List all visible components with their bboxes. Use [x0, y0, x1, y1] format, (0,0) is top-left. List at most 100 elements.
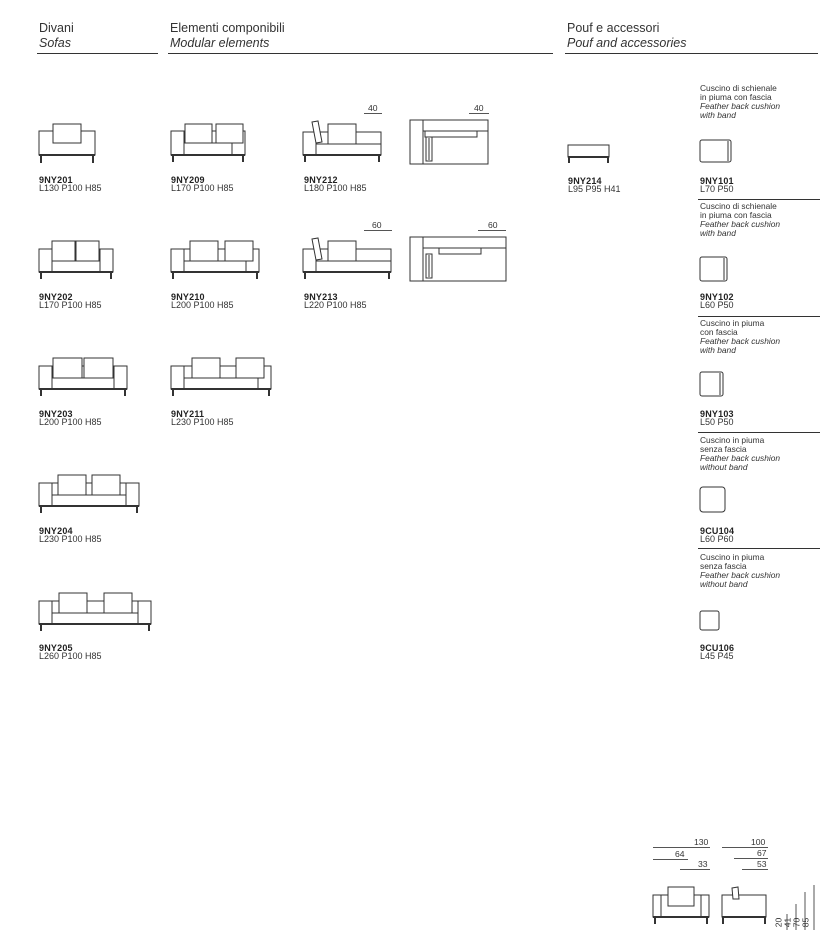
cushion-code: 9NY102	[700, 292, 734, 302]
cushion-desc-en1: Feather back cushion	[700, 336, 781, 346]
modular-9ny213-plan-drawing	[409, 236, 507, 282]
cushion-code: 9CU106	[700, 643, 735, 653]
sofa-9ny203-drawing	[38, 357, 130, 397]
sofa-dims: L260 P100 H85	[39, 651, 102, 661]
cushion-code: 9CU104	[700, 526, 735, 536]
modular-9ny211-drawing	[170, 357, 274, 397]
dim-height-label: 85	[800, 917, 811, 928]
sofa-code: 9NY201	[39, 175, 73, 185]
cushion-9ny101-drawing	[699, 139, 733, 163]
dim-line	[653, 847, 710, 848]
cushion-desc-it2: in piuma con fascia	[700, 210, 772, 220]
pouf-code: 9NY214	[568, 176, 602, 186]
cushion-desc-en1: Feather back cushion	[700, 101, 781, 111]
cushion-code: 9NY103	[700, 409, 734, 419]
modular-9ny209-drawing	[170, 123, 248, 163]
cushion-description: Cuscino di schienale in piuma con fascia…	[700, 202, 780, 238]
header-sofas: Divani Sofas	[39, 21, 74, 51]
pouf-9ny214-drawing	[567, 144, 611, 164]
cushion-desc-en2: without band	[700, 579, 748, 589]
dim-line	[734, 858, 768, 859]
dim-line	[364, 230, 392, 231]
modular-dims: L200 P100 H85	[171, 300, 234, 310]
sofa-dims: L230 P100 H85	[39, 534, 102, 544]
cushion-dims: L70 P50	[700, 184, 734, 194]
modular-code: 9NY211	[171, 409, 205, 419]
sofa-dims: L170 P100 H85	[39, 300, 102, 310]
cushion-9cu104-drawing	[699, 486, 727, 514]
cushion-desc-it1: Cuscino in piuma	[700, 435, 765, 445]
pouf-dims: L95 P95 H41	[568, 184, 621, 194]
cushion-code: 9NY101	[700, 176, 734, 186]
cushion-description: Cuscino in piuma senza fascia Feather ba…	[700, 436, 780, 472]
dim-height-lines	[785, 884, 825, 934]
cushion-desc-it2: senza fascia	[700, 561, 747, 571]
sofa-code: 9NY202	[39, 292, 73, 302]
sofa-code: 9NY204	[39, 526, 73, 536]
sofa-9ny201-drawing	[38, 123, 98, 163]
header-sofas-rule	[37, 53, 158, 54]
cushion-divider	[698, 199, 820, 200]
dim-line	[742, 869, 768, 870]
modular-code: 9NY212	[304, 175, 338, 185]
cushion-description: Cuscino in piuma senza fascia Feather ba…	[700, 553, 780, 589]
modular-dims: L180 P100 H85	[304, 183, 367, 193]
dim-side-view-drawing	[721, 885, 769, 925]
cushion-dims: L60 P50	[700, 300, 734, 310]
header-modular-rule	[168, 53, 553, 54]
modular-dims: L230 P100 H85	[171, 417, 234, 427]
cushion-desc-en2: without band	[700, 462, 748, 472]
modular-9ny212-front-drawing	[302, 120, 384, 164]
sofa-9ny202-drawing	[38, 240, 116, 280]
dim-line	[478, 230, 506, 231]
cushion-9ny102-drawing	[699, 256, 729, 282]
dim-line	[469, 113, 489, 114]
cushion-desc-it1: Cuscino in piuma	[700, 318, 765, 328]
cushion-desc-en1: Feather back cushion	[700, 219, 781, 229]
cushion-description: Cuscino in piuma con fascia Feather back…	[700, 319, 780, 355]
sofa-9ny205-drawing	[38, 592, 154, 632]
sofa-code: 9NY205	[39, 643, 73, 653]
cushion-divider	[698, 316, 820, 317]
dim-line	[653, 859, 688, 860]
modular-dims: L170 P100 H85	[171, 183, 234, 193]
cushion-desc-en2: with band	[700, 228, 736, 238]
header-modular-en: Modular elements	[170, 36, 270, 50]
modular-code: 9NY213	[304, 292, 338, 302]
dim-side-low-label: 53	[757, 859, 767, 869]
modular-9ny212-dim-label: 40	[368, 103, 378, 113]
modular-dims: L220 P100 H85	[304, 300, 367, 310]
modular-code: 9NY209	[171, 175, 205, 185]
header-pouf-rule	[565, 53, 818, 54]
cushion-9cu106-drawing	[699, 610, 721, 632]
cushion-desc-it2: senza fascia	[700, 444, 747, 454]
dim-side-mid-label: 67	[757, 848, 767, 858]
cushion-desc-en1: Feather back cushion	[700, 570, 781, 580]
modular-9ny213-dim-label: 60	[372, 220, 382, 230]
sofa-dims: L130 P100 H85	[39, 183, 102, 193]
header-pouf-it: Pouf e accessori	[567, 21, 660, 35]
dim-front-low-label: 33	[698, 859, 708, 869]
cushion-desc-it2: con fascia	[700, 327, 738, 337]
cushion-desc-it1: Cuscino di schienale	[700, 201, 777, 211]
modular-9ny213-plan-dim-label: 60	[488, 220, 498, 230]
dim-front-view-drawing	[652, 885, 712, 925]
cushion-desc-it1: Cuscino di schienale	[700, 83, 777, 93]
header-sofas-it: Divani	[39, 21, 74, 35]
dim-front-top-label: 130	[694, 837, 709, 847]
cushion-divider	[698, 432, 820, 433]
cushion-9ny103-drawing	[699, 371, 725, 397]
cushion-desc-en1: Feather back cushion	[700, 453, 781, 463]
dim-line	[680, 869, 710, 870]
cushion-dims: L45 P45	[700, 651, 734, 661]
sofa-dims: L200 P100 H85	[39, 417, 102, 427]
cushion-desc-en2: with band	[700, 345, 736, 355]
dim-front-mid-label: 64	[675, 849, 685, 859]
header-modular: Elementi componibili Modular elements	[170, 21, 285, 51]
dim-line	[364, 113, 382, 114]
sofa-code: 9NY203	[39, 409, 73, 419]
cushion-desc-en2: with band	[700, 110, 736, 120]
modular-9ny212-plan-dim-label: 40	[474, 103, 484, 113]
dim-line	[722, 847, 768, 848]
modular-code: 9NY210	[171, 292, 205, 302]
